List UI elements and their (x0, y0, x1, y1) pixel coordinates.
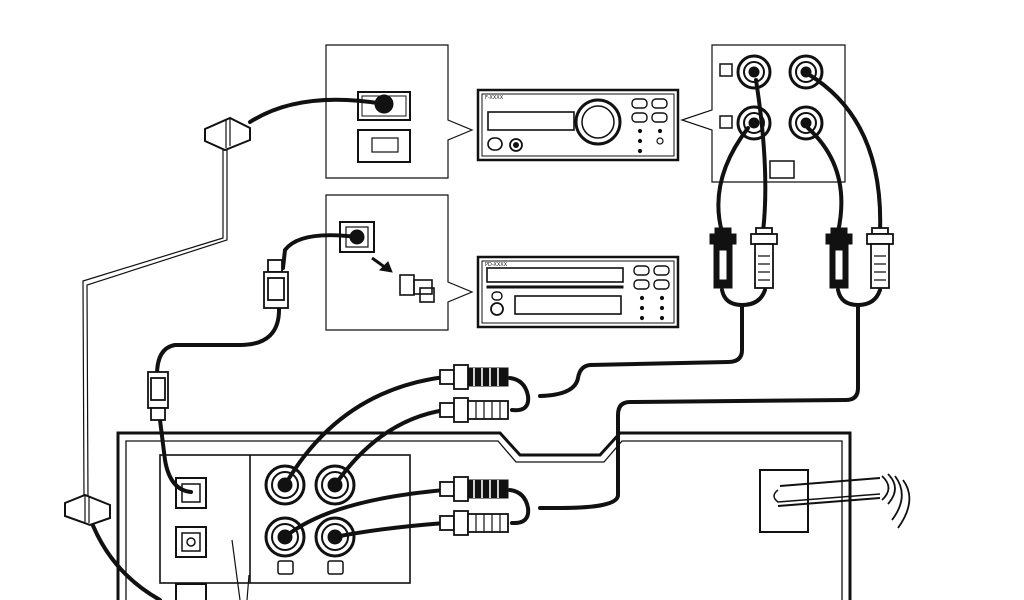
system-cable-wire (86, 139, 228, 501)
speaker-terminal-panel (719, 54, 824, 179)
system-cable-upper (248, 97, 386, 124)
rca-plugs-speaker-right (825, 227, 894, 289)
main-optical-ports (175, 477, 207, 600)
cd-player-unit (476, 255, 680, 329)
rca-plugs-main-lower (439, 476, 509, 536)
tuner-amplifier-unit (476, 88, 680, 162)
rca-plugs-speaker-left (709, 227, 778, 289)
power-cord (759, 469, 911, 533)
speaker-terminal-callout (680, 44, 846, 183)
cd-unit-label: PD-XXXX (485, 262, 508, 268)
tuner-unit-label: F-XXXX (485, 95, 504, 101)
optical-cable-lower (158, 418, 193, 494)
cd-detail-callout (325, 194, 474, 331)
optical-cable-mid (155, 306, 282, 377)
optical-port-cap (371, 256, 435, 303)
cables (82, 72, 883, 600)
main-unit-rear-panel (116, 431, 852, 600)
system-plug-lower (64, 493, 111, 527)
optical-plug-lower (147, 371, 169, 421)
system-cable-lower (88, 516, 162, 600)
optical-plug-upper (263, 259, 289, 309)
rca-plugs-main-upper (439, 364, 509, 423)
optical-cable-upper (281, 233, 359, 270)
tuner-detail-callout (325, 44, 474, 179)
system-plug-upper (204, 116, 251, 152)
